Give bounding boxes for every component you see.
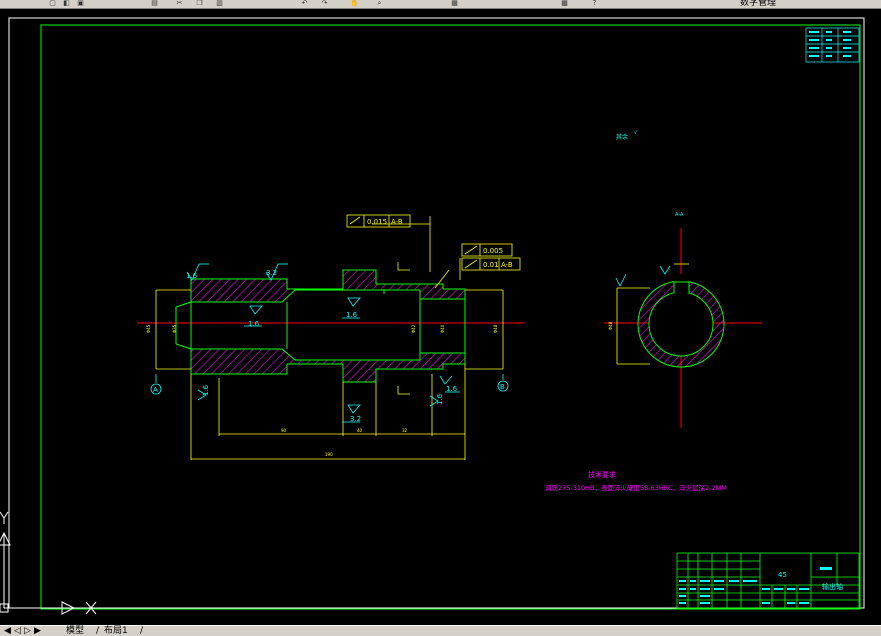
- roughness-note-symbol: √: [634, 130, 638, 136]
- shaft-hatch-upper: [191, 270, 465, 302]
- dimension-values: Φ45 Φ35 Φ48 Φ42 Φ40 90 40 32 190: [146, 324, 498, 457]
- ucs-icon: [0, 511, 97, 615]
- svg-text:32: 32: [402, 428, 408, 433]
- section-label: A-A: [675, 212, 684, 218]
- tolerance-right-upper-value: 0.005: [483, 247, 503, 255]
- tolerance-frame-top: [346, 214, 411, 228]
- parameter-table-cells: [809, 31, 851, 57]
- parameter-table: [805, 27, 860, 63]
- svg-text:Φ48: Φ48: [493, 324, 498, 333]
- print-icon[interactable]: ▤: [151, 0, 158, 7]
- pan-icon[interactable]: ✋: [350, 0, 359, 7]
- open-file-icon[interactable]: ◧: [63, 0, 70, 7]
- layer-icon[interactable]: ▩: [561, 0, 568, 7]
- tab-nav-prev-icon[interactable]: ◁: [14, 626, 21, 636]
- section-dimensions: [616, 263, 689, 365]
- roughness-label-4: 1.6: [346, 311, 358, 319]
- roughness-labels: 1.6 3.2 1.6 1.6 1.6 1.6 3.2 1.6: [186, 269, 458, 423]
- tolerance-frame-right: [461, 243, 521, 271]
- svg-text:Φ40: Φ40: [440, 324, 445, 333]
- tab-nav-first-icon[interactable]: ◀: [4, 626, 11, 636]
- toolbar: ▢ ◧ ▣ ▤ ✂ ❐ ▥ ↶ ↷ ✋ ⌕ ▦ ▩ ? 数字管理: [0, 0, 881, 9]
- tolerance-top-value: 0.015: [367, 218, 387, 226]
- datum-a: A: [150, 374, 162, 395]
- roughness-symbols: [186, 263, 460, 423]
- cut-icon[interactable]: ✂: [176, 0, 183, 7]
- copy-icon[interactable]: ❐: [196, 0, 203, 7]
- roughness-label-8: 1.6: [436, 393, 444, 405]
- tab-model[interactable]: 模型: [66, 626, 85, 636]
- save-icon[interactable]: ▣: [77, 0, 84, 7]
- undo-icon[interactable]: ↶: [301, 0, 308, 7]
- toolbar-text: 数字管理: [740, 0, 777, 8]
- title-block: [676, 552, 860, 609]
- statusbar: ◀ ◁ ▷ ▶ 模型 / 布局1 /: [0, 625, 881, 636]
- material-label: 45: [778, 571, 787, 579]
- roughness-label-3: 1.6: [248, 320, 260, 328]
- svg-text:Φ45: Φ45: [146, 324, 151, 333]
- roughness-label-7: 3.2: [350, 415, 361, 423]
- tolerance-top-datum: A-B: [391, 218, 403, 226]
- leader-arrows: [434, 258, 461, 289]
- drawing-svg: 其余 √ Φ45 Φ35 Φ4: [0, 17, 865, 615]
- drawing-canvas[interactable]: 其余 √ Φ45 Φ35 Φ4: [0, 8, 881, 625]
- roughness-note: 其余: [616, 133, 628, 141]
- tech-text: 调质275-310HB，表面淬火硬度58-63HRC，淬火层深2-2MM: [545, 483, 727, 492]
- svg-text:B: B: [500, 383, 505, 391]
- tab-divider-end: /: [140, 626, 144, 636]
- help-icon[interactable]: ?: [592, 0, 597, 7]
- paste-icon[interactable]: ▥: [216, 0, 223, 7]
- zoom-icon[interactable]: ⌕: [377, 0, 382, 7]
- svg-text:90: 90: [281, 428, 287, 433]
- datum-b: B: [497, 374, 509, 392]
- section-roughness: [615, 265, 671, 287]
- svg-text:Φ42: Φ42: [411, 324, 416, 333]
- tech-title: 技术要求: [588, 470, 616, 479]
- roughness-label-6: 1.6: [446, 385, 458, 393]
- svg-text:190: 190: [325, 452, 333, 457]
- svg-text:A: A: [153, 386, 158, 394]
- section-view: [637, 274, 725, 368]
- shaft-hatch-lower: [191, 349, 465, 382]
- properties-icon[interactable]: ▦: [451, 0, 458, 7]
- tab-nav-next-icon[interactable]: ▷: [24, 626, 31, 636]
- redo-icon[interactable]: ↷: [321, 0, 328, 7]
- title-name: 输出轴: [822, 582, 843, 591]
- svg-text:Φ35: Φ35: [172, 324, 177, 333]
- svg-text:40: 40: [357, 428, 363, 433]
- new-file-icon[interactable]: ▢: [49, 0, 56, 7]
- tab-divider: /: [96, 626, 100, 636]
- tolerance-right-lower-datum: A-B: [501, 261, 513, 269]
- roughness-label-1: 1.6: [186, 272, 198, 280]
- tolerance-right-lower-value: 0.01: [483, 261, 499, 269]
- tab-nav-last-icon[interactable]: ▶: [34, 626, 41, 636]
- roughness-label-2: 3.2: [266, 269, 277, 277]
- tab-layout1[interactable]: 布局1: [104, 626, 128, 636]
- shaft-dimensions: [155, 216, 504, 460]
- roughness-label-5: 1.6: [202, 384, 210, 396]
- section-dimension-value: Φ48: [608, 321, 613, 330]
- inner-frame: [40, 24, 861, 610]
- outer-frame: [8, 17, 865, 609]
- section-markers: [397, 262, 410, 395]
- title-block-cells: [679, 567, 832, 604]
